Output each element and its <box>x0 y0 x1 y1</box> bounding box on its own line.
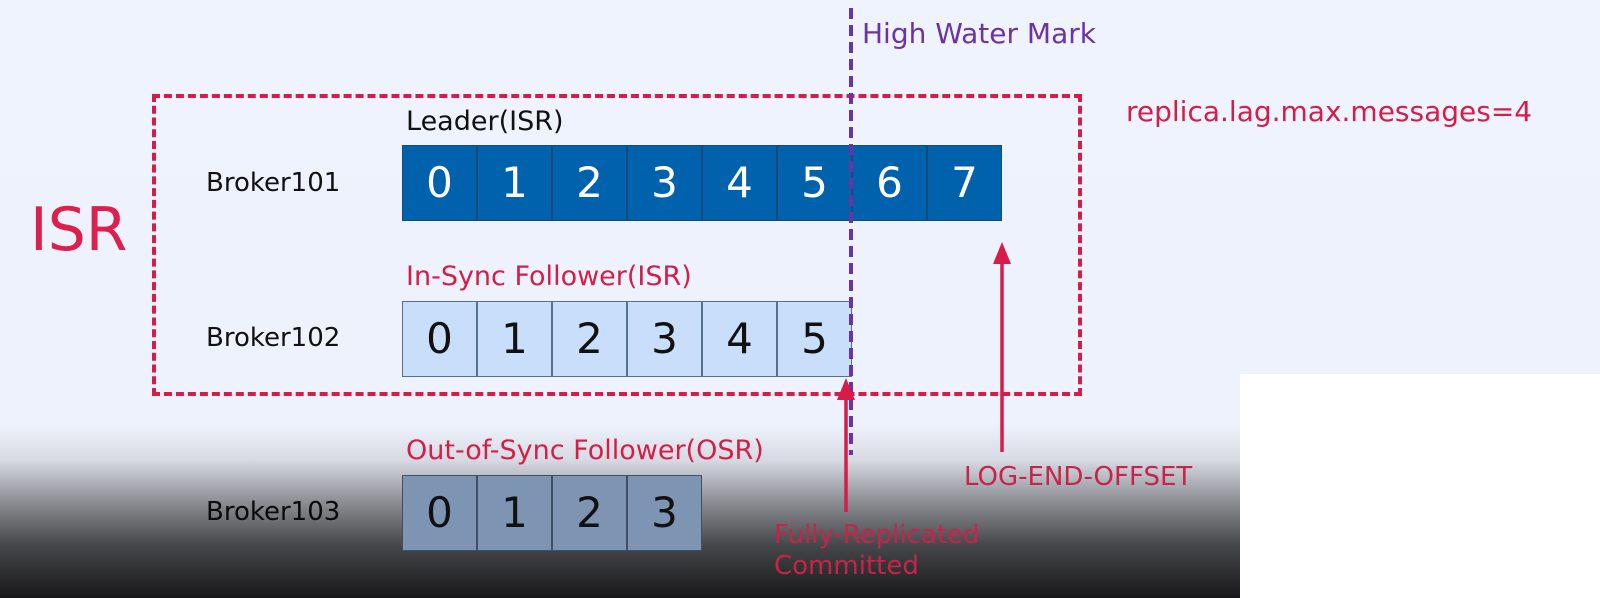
leader-offset-cell: 0 <box>402 145 477 221</box>
out-of-sync-follower-log: 0 1 2 3 <box>402 475 702 551</box>
in-sync-offset-cell: 3 <box>627 301 702 377</box>
log-end-offset-label: LOG-END-OFFSET <box>964 462 1193 492</box>
broker-101-label: Broker101 <box>206 168 341 198</box>
lag-config-label: replica.lag.max.messages=4 <box>1126 95 1533 128</box>
in-sync-follower-log: 0 1 2 3 4 5 <box>402 301 852 377</box>
out-of-sync-offset-cell: 1 <box>477 475 552 551</box>
fully-replicated-arrowhead <box>837 378 855 400</box>
white-panel <box>1240 374 1600 598</box>
isr-group-box <box>152 94 1082 396</box>
in-sync-offset-cell: 5 <box>777 301 852 377</box>
leader-offset-cell: 1 <box>477 145 552 221</box>
leader-role-label: Leader(ISR) <box>406 106 564 137</box>
in-sync-offset-cell: 2 <box>552 301 627 377</box>
leader-offset-cell: 4 <box>702 145 777 221</box>
leader-offset-cell: 3 <box>627 145 702 221</box>
out-of-sync-offset-cell: 2 <box>552 475 627 551</box>
out-of-sync-offset-cell: 3 <box>627 475 702 551</box>
fully-replicated-label: Fully-Replicated Committed <box>774 520 980 582</box>
leader-log: 0 1 2 3 4 5 6 7 <box>402 145 1002 221</box>
out-of-sync-follower-role-label: Out-of-Sync Follower(OSR) <box>406 435 764 466</box>
leader-offset-cell: 2 <box>552 145 627 221</box>
log-end-offset-arrowhead <box>993 242 1011 264</box>
in-sync-offset-cell: 4 <box>702 301 777 377</box>
broker-103-label: Broker103 <box>206 497 341 527</box>
high-water-mark-label: High Water Mark <box>862 17 1096 50</box>
in-sync-follower-role-label: In-Sync Follower(ISR) <box>406 261 692 292</box>
leader-offset-cell: 6 <box>852 145 927 221</box>
fully-replicated-line: Fully-Replicated <box>774 520 980 550</box>
in-sync-offset-cell: 1 <box>477 301 552 377</box>
leader-offset-cell: 5 <box>777 145 852 221</box>
in-sync-offset-cell: 0 <box>402 301 477 377</box>
out-of-sync-offset-cell: 0 <box>402 475 477 551</box>
isr-group-label: ISR <box>30 195 128 265</box>
committed-line: Committed <box>774 551 919 582</box>
broker-102-label: Broker102 <box>206 323 341 353</box>
leader-offset-cell: 7 <box>927 145 1002 221</box>
